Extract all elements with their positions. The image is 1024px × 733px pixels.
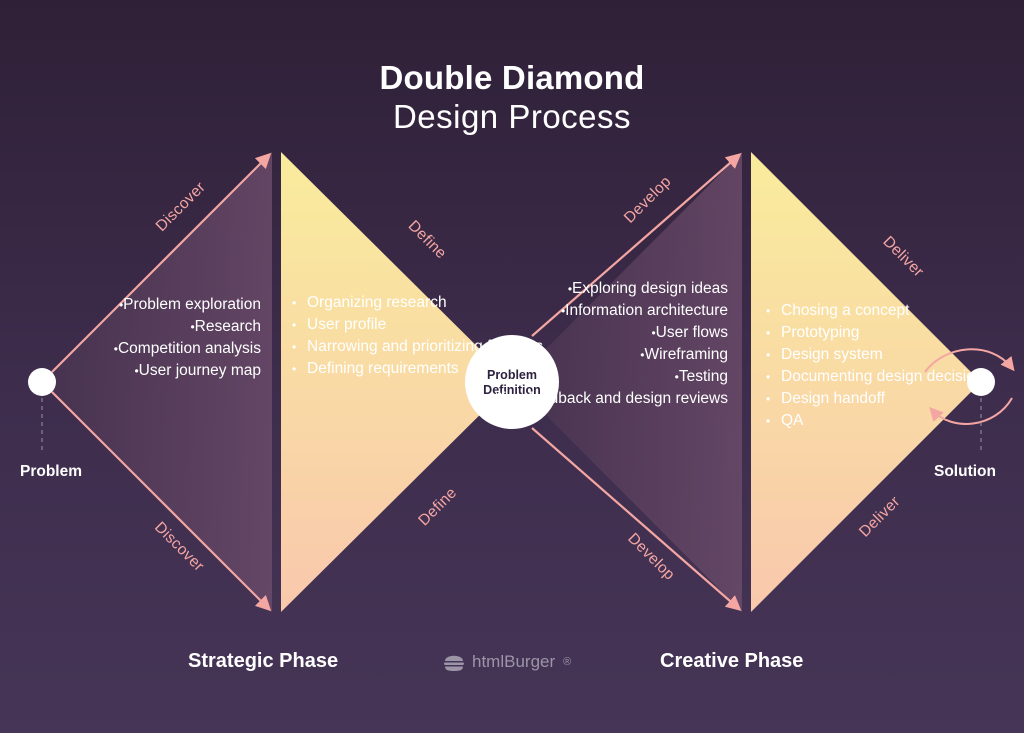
list-item: •Documenting design decisions — [766, 368, 992, 385]
page-title: Double Diamond Design Process — [0, 58, 1024, 136]
define-list: •Organizing research •User profile •Narr… — [292, 292, 544, 380]
develop-top-arrow — [531, 152, 742, 337]
list-item: •Testing — [674, 368, 728, 385]
problem-label: Problem — [20, 463, 83, 480]
problem-definition-label: Problem Definition — [466, 368, 558, 398]
discover-top-arrow — [51, 152, 272, 373]
creative-phase-label: Creative Phase — [660, 650, 804, 672]
burger-icon — [444, 655, 464, 671]
list-item: •Getting feedback and design reviews — [469, 390, 728, 407]
center-label-line-2: Definition — [483, 383, 541, 397]
title-line-2: Design Process — [392, 98, 632, 135]
define-label-top: Define — [405, 217, 450, 262]
list-item: •Defining requirements — [292, 360, 459, 377]
define-triangle — [281, 152, 513, 612]
center-label-line-1: Problem — [486, 368, 537, 382]
list-item: •Problem exploration — [118, 296, 261, 313]
list-item: •Prototyping — [766, 324, 860, 341]
deliver-triangle — [751, 152, 981, 612]
define-label-bottom: Define — [415, 484, 460, 529]
list-item: •Narrowing and prioritizing features — [292, 338, 544, 355]
list-item: •QA — [766, 412, 804, 429]
list-item: •User journey map — [134, 362, 261, 379]
brand-registered-mark: ® — [563, 656, 572, 668]
list-item: •User flows — [651, 324, 728, 341]
problem-node — [28, 368, 56, 396]
list-item: •Chosing a concept — [766, 302, 910, 319]
list-item: •Competition analysis — [113, 340, 261, 357]
brand-name: htmlBurger — [472, 652, 556, 671]
list-item: •Organizing research — [292, 294, 447, 311]
loop-arrow-top — [924, 348, 1015, 373]
solution-label: Solution — [934, 463, 996, 480]
loop-arrow-bottom — [929, 397, 1013, 425]
problem-definition-node — [465, 335, 559, 429]
develop-triangle — [513, 152, 742, 612]
discover-triangle — [42, 152, 272, 612]
deliver-label-bottom: Deliver — [856, 493, 904, 541]
title-line-1: Double Diamond — [379, 59, 645, 96]
list-item: •User profile — [292, 316, 387, 333]
strategic-phase-label: Strategic Phase — [188, 650, 339, 672]
list-item: •Information architecture — [560, 302, 728, 319]
deliver-label-top: Deliver — [879, 233, 927, 281]
list-item: •Research — [190, 318, 261, 335]
list-item: •Design system — [766, 346, 883, 363]
brand-logo: htmlBurger ® — [442, 650, 571, 674]
develop-list: •Exploring design ideas •Information arc… — [459, 278, 728, 410]
develop-bottom-arrow — [531, 427, 742, 612]
solution-node — [967, 368, 995, 396]
deliver-list: •Chosing a concept •Prototyping •Design … — [766, 300, 992, 432]
list-item: •Exploring design ideas — [567, 280, 728, 297]
discover-list: •Problem exploration •Research •Competit… — [103, 294, 261, 382]
list-item: •Wireframing — [640, 346, 728, 363]
discover-bottom-arrow — [51, 391, 272, 612]
list-item: •Design handoff — [766, 390, 885, 407]
